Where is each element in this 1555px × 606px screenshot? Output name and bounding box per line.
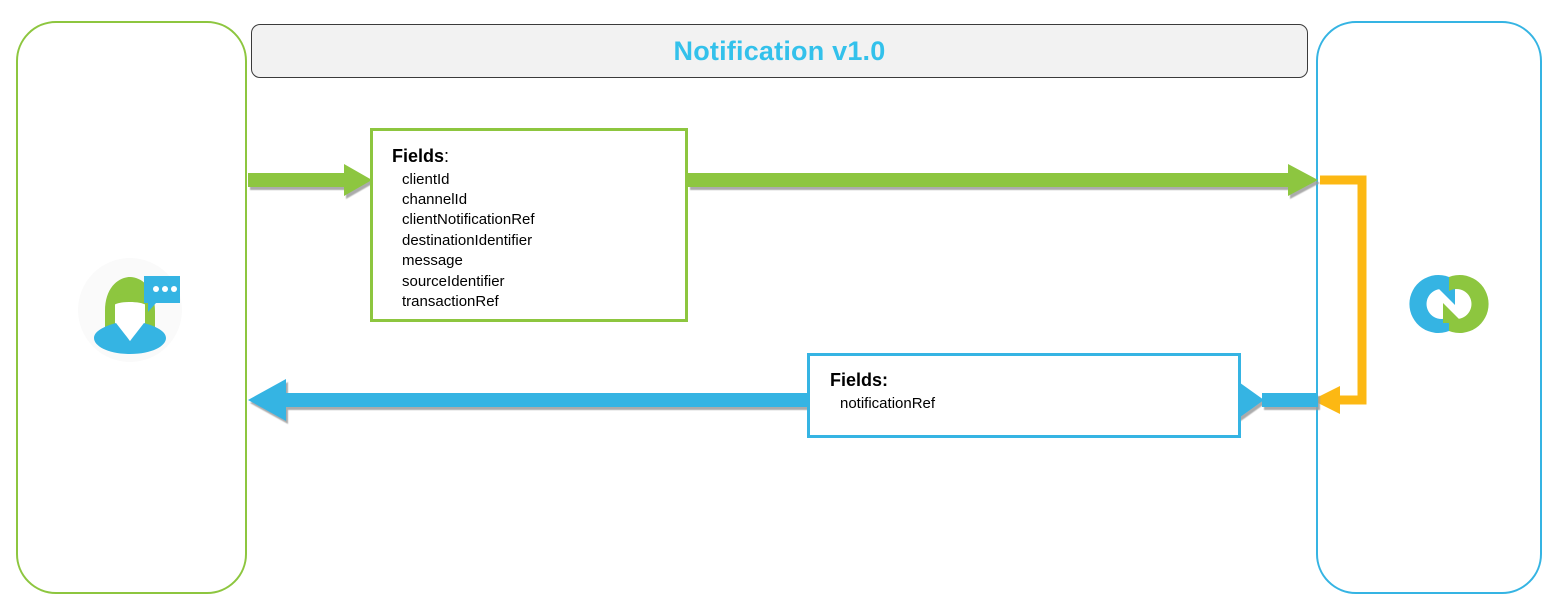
request-fields-heading-text: Fields <box>392 146 445 166</box>
response-fields-heading: Fields: <box>830 370 889 390</box>
service-actor-container <box>1316 21 1542 594</box>
list-item: sourceIdentifier <box>402 272 505 290</box>
response-arrow-right-segment <box>1236 380 1318 420</box>
list-item: destinationIdentifier <box>402 231 533 249</box>
request-arrow-left-segment <box>248 164 372 196</box>
request-fields-list: clientId channelId clientNotificationRef… <box>392 170 685 313</box>
response-fields-list: notificationRef <box>830 394 1238 414</box>
page-title: Notification v1.0 <box>673 35 886 66</box>
response-arrow-left-segment <box>248 379 808 421</box>
request-fields-box: Fields: clientId channelId clientNotific… <box>370 128 688 322</box>
request-arrow-right-segment <box>688 164 1318 196</box>
response-fields-box: Fields: notificationRef <box>807 353 1241 438</box>
service-internal-arrowhead <box>1312 386 1340 414</box>
service-internal-processing-path <box>1320 175 1367 405</box>
list-item: notificationRef <box>840 394 936 412</box>
list-item: message <box>402 252 463 270</box>
diagram-title-banner: Notification v1.0 <box>251 24 1308 78</box>
list-item: transactionRef <box>402 292 499 310</box>
list-item: clientNotificationRef <box>402 211 535 229</box>
interlocking-rings-logo <box>1409 275 1489 333</box>
person-with-chat-bubble-icon <box>78 258 182 362</box>
request-fields-heading-colon: : <box>444 146 450 166</box>
list-item: channelId <box>402 190 468 208</box>
request-fields-heading: Fields: <box>392 145 685 168</box>
list-item: clientId <box>402 170 450 188</box>
